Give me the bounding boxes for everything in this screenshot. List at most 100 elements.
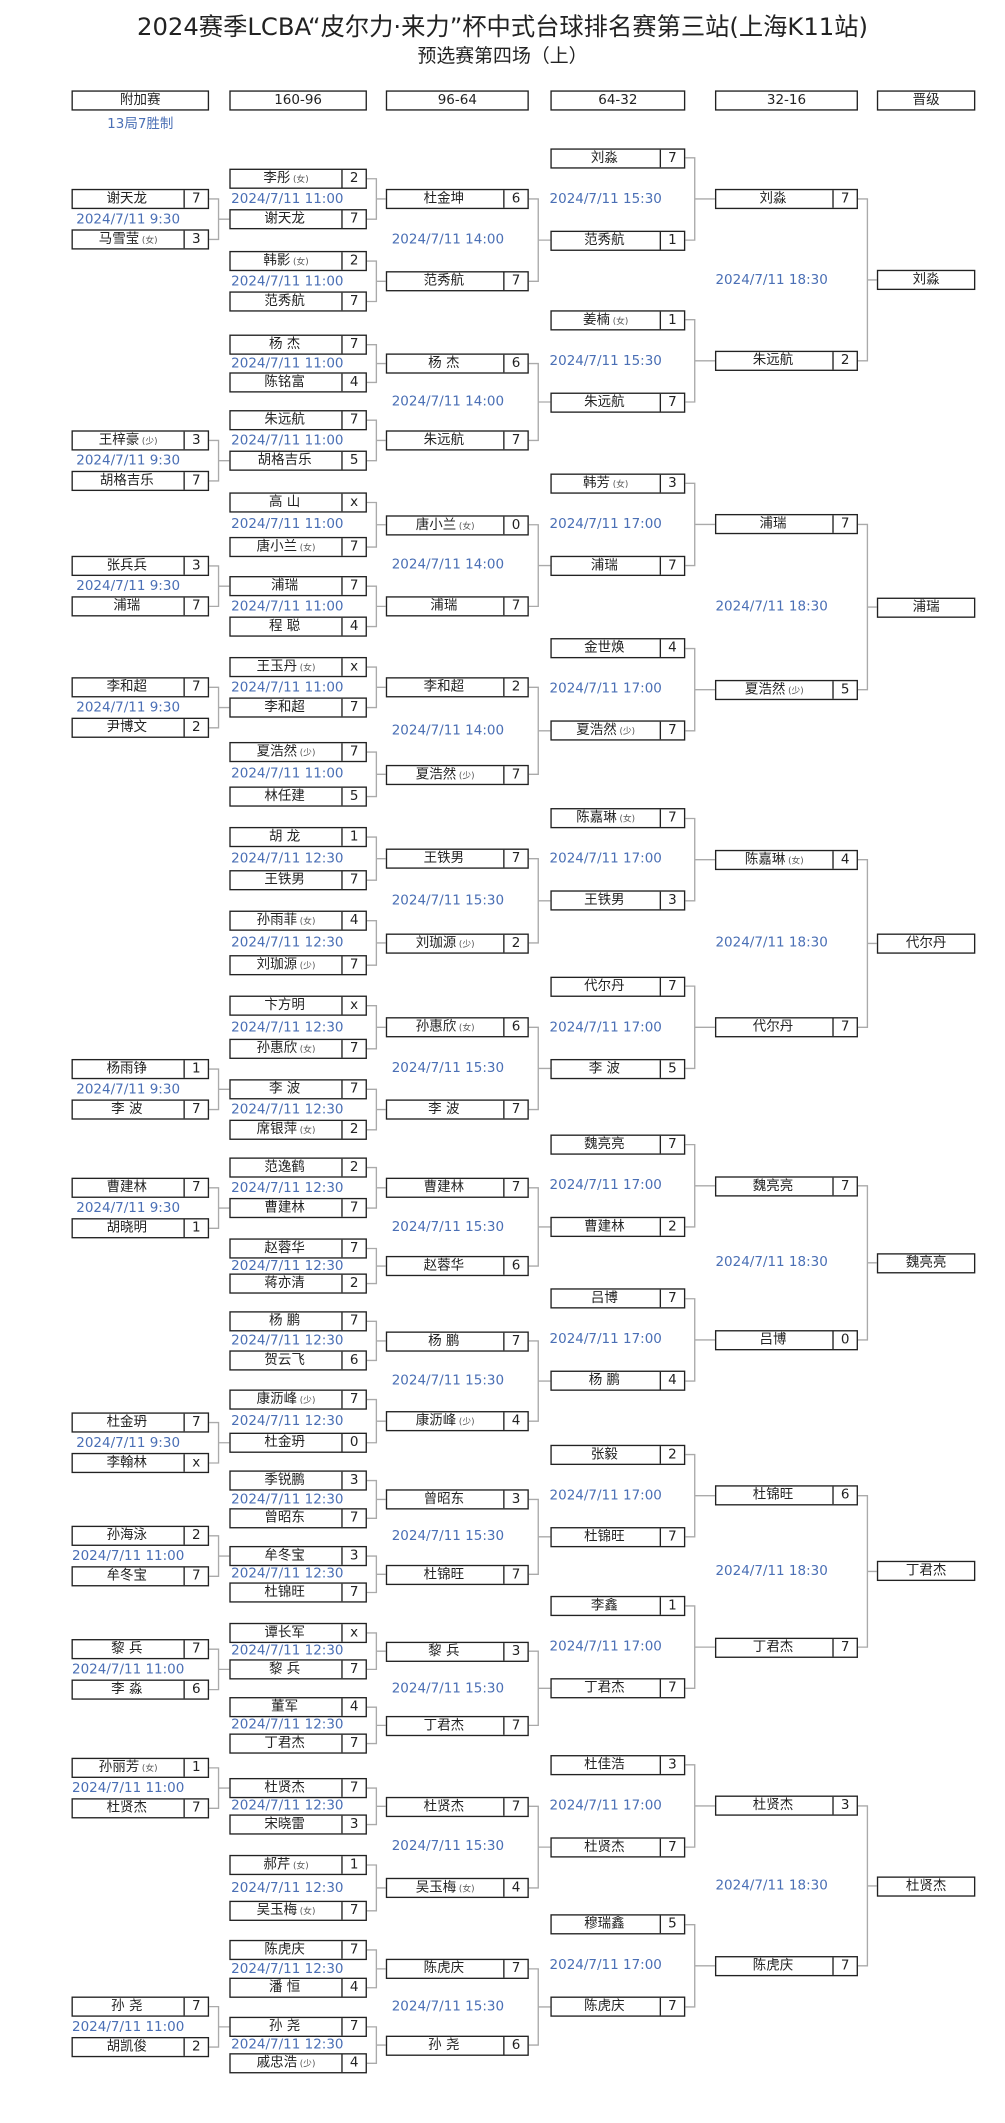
player-name: 夏浩然: [415, 766, 457, 782]
player-category-tag: (少): [788, 684, 804, 696]
player-name: 杨雨铮: [106, 1061, 148, 1077]
score-cell: 7: [832, 1957, 856, 1975]
match-time: 2024/7/11 15:30: [391, 1373, 505, 1389]
connector-line: [857, 858, 877, 1028]
player-name: 浦瑞: [113, 598, 141, 614]
connector-line: [528, 1805, 551, 1889]
player-name: 浦瑞: [430, 598, 458, 614]
score-cell: x: [341, 996, 365, 1015]
player-name-cell: 曹建林: [387, 1179, 503, 1197]
player-category-tag: (女): [299, 915, 316, 927]
score-cell: 1: [183, 1060, 207, 1078]
player-name-cell: 唐小兰(女): [387, 516, 503, 534]
score-cell: 7: [341, 1779, 365, 1797]
player-name: 丁君杰: [584, 1680, 625, 1696]
player-name: 孙惠欣: [256, 1041, 298, 1057]
player-name: 唐小兰: [256, 539, 298, 555]
player-name-cell: 谢天龙: [231, 210, 342, 228]
player-name: 谭长军: [264, 1625, 305, 1641]
player-name-cell: 胡凯俊: [73, 2038, 184, 2056]
match-slot: 吴玉梅(女)7: [229, 1900, 367, 1921]
player-name-cell: 陈嘉琳(女): [552, 810, 660, 828]
connector-line: [366, 2026, 386, 2064]
score-cell: 4: [832, 850, 856, 869]
score-cell: 1: [183, 1219, 207, 1238]
match-time: 2024/7/11 18:30: [715, 1878, 828, 1894]
player-name: 黎 兵: [111, 1641, 143, 1657]
connector-line: [209, 1648, 230, 1691]
match-time: 2024/7/11 11:00: [71, 1661, 185, 1677]
score-cell: 7: [659, 1135, 684, 1154]
connector-line: [366, 1398, 386, 1444]
score-cell: 7: [183, 472, 207, 490]
match-time: 2024/7/11 12:30: [231, 851, 344, 867]
match-time: 2024/7/11 9:30: [76, 1081, 181, 1097]
score-cell: 7: [341, 1199, 365, 1217]
score-cell: 7: [341, 210, 365, 228]
score-cell: 7: [341, 292, 365, 311]
player-name: 夏浩然: [744, 682, 786, 698]
match-time: 2024/7/11 9:30: [76, 1435, 181, 1451]
connector-line: [209, 2005, 230, 2048]
match-time: 2024/7/11 11:00: [231, 679, 344, 695]
player-name: 李 淼: [111, 1682, 143, 1698]
player-category-tag: (女): [458, 1022, 475, 1034]
player-name: 曹建林: [106, 1180, 148, 1196]
player-name-cell: 范秀航: [387, 272, 503, 290]
player-name-cell: 胡 龙: [231, 828, 342, 846]
match-time: 2024/7/11 14:00: [391, 558, 505, 573]
score-cell: 7: [183, 597, 207, 616]
match-slot: 李彤(女)2: [229, 168, 367, 189]
player-name-cell: 丁君杰: [552, 1680, 660, 1698]
match-time: 2024/7/11 15:30: [391, 1060, 505, 1076]
player-name-cell: 孙惠欣(女): [231, 1040, 342, 1058]
score-cell: 7: [503, 1332, 527, 1350]
score-cell: 7: [183, 1997, 207, 2016]
player-name-cell: 李 波: [387, 1101, 503, 1119]
player-name: 浦瑞: [912, 599, 940, 615]
player-name: 范秀航: [423, 273, 465, 289]
connector-line: [366, 1787, 386, 1826]
match-slot: 唐小兰(女)7: [229, 536, 367, 558]
score-cell: 7: [503, 1100, 527, 1119]
match-time: 2024/7/11 14:00: [391, 394, 505, 410]
player-category-tag: (少): [619, 726, 636, 737]
player-category-tag: (女): [299, 542, 316, 554]
score-cell: 7: [341, 577, 365, 595]
player-name: 丁君杰: [423, 1717, 465, 1733]
player-name: 康沥峰: [256, 1392, 298, 1408]
player-name-cell: 季锐鹏: [231, 1472, 342, 1490]
match-slot: 唐小兰(女)0: [385, 514, 529, 535]
connector-line: [528, 1187, 551, 1267]
player-name-cell: 王玉丹(女): [231, 658, 342, 676]
score-cell: 7: [341, 411, 365, 429]
player-name-cell: 金世焕: [552, 640, 660, 658]
connector-line: [366, 836, 386, 881]
match-time: 2024/7/11 12:30: [231, 1717, 344, 1733]
player-name-cell: 李 波: [73, 1101, 184, 1119]
score-cell: 2: [503, 934, 527, 952]
player-name-cell: 郝芹(女): [231, 1856, 342, 1874]
player-name: 曹建林: [584, 1219, 625, 1235]
connector-line: [209, 1068, 230, 1111]
score-cell: 6: [503, 2036, 527, 2054]
player-name: 朱远航: [423, 433, 465, 448]
player-name: 程 聪: [268, 619, 301, 635]
player-name: 孙惠欣: [415, 1019, 457, 1035]
player-category-tag: (女): [141, 1763, 158, 1774]
connector-line: [366, 1864, 386, 1912]
match-time: 2024/7/11 11:00: [231, 766, 344, 782]
match-time: 2024/7/11 9:30: [76, 453, 181, 469]
player-name-cell: 浦瑞: [387, 598, 503, 616]
player-name: 林任建: [264, 789, 305, 805]
